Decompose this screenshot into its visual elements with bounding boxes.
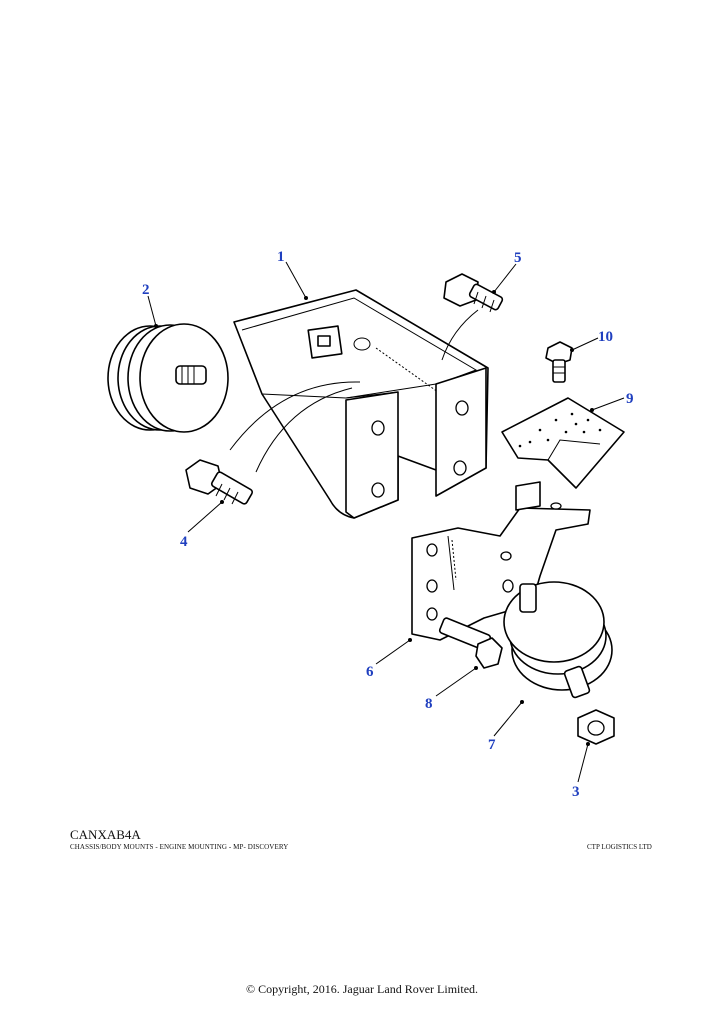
part-4-bolt <box>185 459 254 505</box>
part-1-bracket <box>229 289 489 519</box>
leader-lines <box>147 261 625 783</box>
part-8-bolt <box>438 617 503 669</box>
part-5-bolt <box>443 273 504 313</box>
diagram-description: CHASSIS/BODY MOUNTS - ENGINE MOUNTING - … <box>70 843 289 851</box>
part-2-rubber-mount <box>107 323 229 433</box>
part-7-engine-mount <box>503 581 613 699</box>
callout-8: 8 <box>425 696 433 712</box>
part-3-nut <box>577 709 615 745</box>
callout-9: 9 <box>626 391 634 407</box>
part-10-small-bolt <box>545 341 573 383</box>
callout-7: 7 <box>488 737 496 753</box>
copyright-notice: © Copyright, 2016. Jaguar Land Rover Lim… <box>245 982 479 996</box>
part-6-engine-bracket <box>411 481 591 641</box>
callout-labels: 1 2 3 4 5 6 7 8 9 10 <box>142 249 634 800</box>
callout-2: 2 <box>142 282 150 298</box>
diagram-code: CANXAB4A <box>70 827 141 842</box>
callout-6: 6 <box>366 664 374 680</box>
vendor-name: CTP LOGISTICS LTD <box>587 843 652 851</box>
callout-10: 10 <box>598 329 613 345</box>
callout-4: 4 <box>180 534 188 550</box>
callout-5: 5 <box>514 250 522 266</box>
part-9-heat-shield <box>501 397 625 489</box>
callout-3: 3 <box>572 784 580 800</box>
callout-1: 1 <box>277 249 285 265</box>
